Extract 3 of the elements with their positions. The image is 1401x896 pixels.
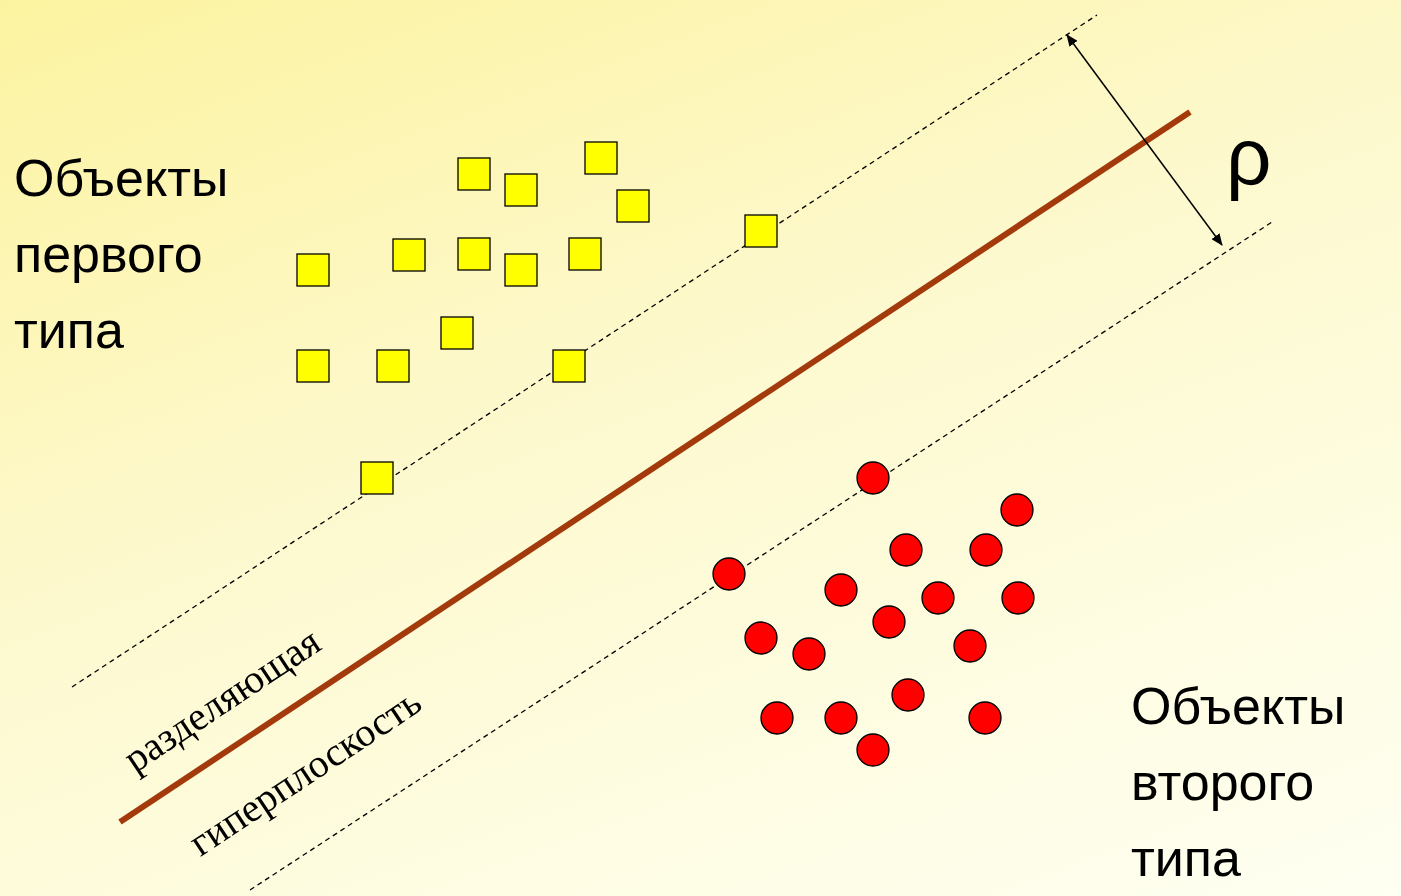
class-label: Объекты второго типа <box>1131 676 1347 889</box>
class-label: Объекты первого типа <box>14 148 230 361</box>
margin-label: ρ <box>1226 112 1272 202</box>
